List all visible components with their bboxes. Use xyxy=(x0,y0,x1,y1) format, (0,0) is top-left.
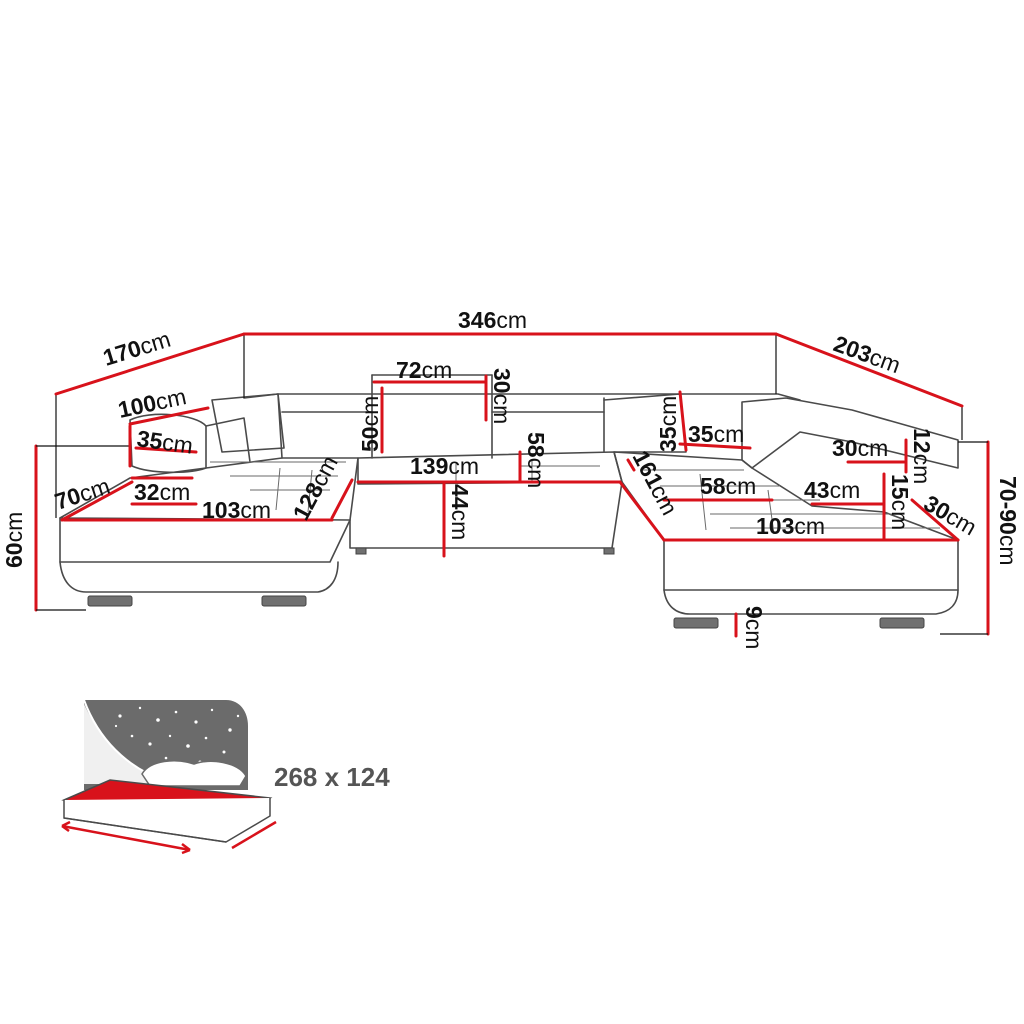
label-right-headrest-width: 30cm xyxy=(832,435,888,461)
sofa-legs xyxy=(87,547,925,629)
inner-dimension-lines xyxy=(60,374,960,558)
dimension-labels: 170cm 346cm 203cm 72cm 30cm 50cm 100cm 3… xyxy=(1,307,1021,649)
label-right-total-height: 70-90cm xyxy=(995,476,1021,566)
label-seat-height: 44cm xyxy=(447,484,473,540)
label-middle-seat-width: 139cm xyxy=(410,453,479,479)
label-headrest-height: 30cm xyxy=(489,368,515,424)
label-middle-seat-depth: 58cm xyxy=(523,432,549,488)
bed-mode-icon: 268 x 124 xyxy=(61,699,390,855)
label-right-back-width: 35cm xyxy=(688,421,744,447)
label-left-total-height: 60cm xyxy=(1,512,27,568)
label-right-seat-depth-small: 58cm xyxy=(700,473,756,499)
label-left-depth: 170cm xyxy=(100,326,174,371)
label-right-arm-height: 15cm xyxy=(887,474,913,530)
label-backrest-height: 50cm xyxy=(357,396,383,452)
outer-dimension-lines xyxy=(34,332,990,638)
label-left-seat-depth: 103cm xyxy=(202,497,271,523)
label-total-width: 346cm xyxy=(458,307,527,333)
label-left-arm-width: 32cm xyxy=(134,479,190,505)
label-leg-height: 9cm xyxy=(741,606,767,649)
star-icons xyxy=(114,706,240,772)
bed-size-label: 268 x 124 xyxy=(274,762,390,792)
label-right-headrest-height: 12cm xyxy=(909,428,935,484)
label-left-arm-height: 35cm xyxy=(135,425,194,459)
label-right-seat-length: 161cm xyxy=(628,446,683,519)
label-right-seat-depth: 103cm xyxy=(756,513,825,539)
label-right-back-height: 35cm xyxy=(655,396,681,452)
label-right-arm-width: 43cm xyxy=(804,477,860,503)
label-headrest-width: 72cm xyxy=(396,357,452,383)
label-right-depth: 203cm xyxy=(830,330,904,378)
label-left-arm-length: 100cm xyxy=(116,383,189,423)
